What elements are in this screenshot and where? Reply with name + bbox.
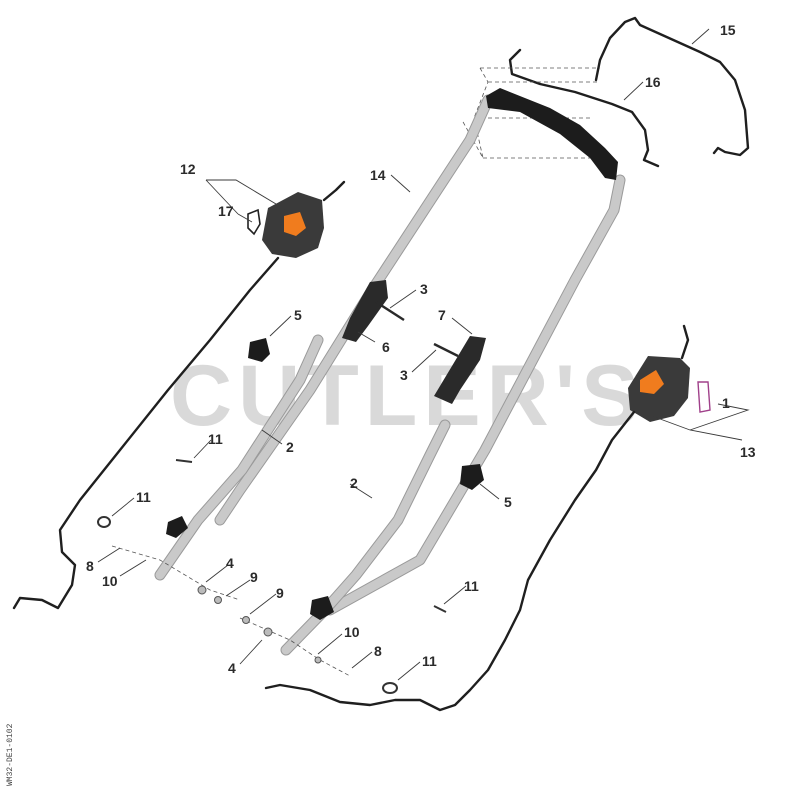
- callout-10-left: 10: [102, 573, 118, 589]
- callout-8-right: 8: [374, 643, 382, 659]
- callout-13: 13: [740, 444, 756, 460]
- knob-5-upper: [248, 338, 270, 362]
- callout-11-a: 11: [208, 431, 223, 447]
- callout-3-upper: 3: [420, 281, 428, 297]
- knob-lower-right: [310, 596, 334, 620]
- washer-10-b: [314, 656, 322, 664]
- cable-guide-6: [342, 280, 388, 342]
- cable-16: [508, 48, 660, 168]
- knob-lower-left: [166, 516, 188, 538]
- top-grip: [486, 88, 618, 180]
- leader-lines: [97, 28, 750, 681]
- callout-11-c: 11: [464, 578, 479, 594]
- callout-17: 17: [218, 203, 234, 219]
- callout-12: 12: [180, 161, 196, 177]
- callout-2-lower: 2: [350, 475, 358, 491]
- callout-14: 14: [370, 167, 386, 183]
- document-reference: WM32-DE1-0102: [6, 723, 15, 786]
- callout-4-lower: 4: [228, 660, 236, 676]
- callout-11-b: 11: [136, 489, 151, 505]
- washer-4-b: [263, 627, 273, 637]
- cable-15: [594, 16, 750, 157]
- callout-16: 16: [645, 74, 661, 90]
- callout-5-lower: 5: [504, 494, 512, 510]
- clip-11-a: [175, 459, 193, 463]
- clip-11-c: [433, 605, 447, 613]
- washer-9-b: [242, 616, 250, 624]
- callout-11-d: 11: [422, 653, 437, 669]
- callout-4-upper: 4: [226, 555, 234, 571]
- washer-9-a: [214, 596, 222, 604]
- callout-5-upper: 5: [294, 307, 302, 323]
- callout-9-lower: 9: [276, 585, 284, 601]
- callout-1: 1: [722, 395, 730, 411]
- callout-9-upper: 9: [250, 569, 258, 585]
- right-control-box-13: [628, 324, 690, 422]
- cable-clip-17: [247, 208, 261, 236]
- bolt-line-lower-left: [111, 545, 241, 601]
- screw-3-upper: [375, 300, 405, 322]
- left-cable: [12, 256, 280, 610]
- callout-6: 6: [382, 339, 390, 355]
- handle-frame-14: [215, 95, 625, 615]
- callout-8-left: 8: [86, 558, 94, 574]
- knob-5-lower: [460, 464, 484, 490]
- clip-11-b: [97, 516, 111, 528]
- callout-7: 7: [438, 307, 446, 323]
- screw-3-lower: [433, 342, 459, 358]
- washer-4-a: [197, 585, 207, 595]
- watermark: CUTLER'S: [170, 348, 645, 444]
- right-cable: [264, 410, 636, 712]
- callout-10-right: 10: [344, 624, 360, 640]
- clip-11-d: [382, 682, 398, 694]
- bolt-line-lower-right: [239, 617, 351, 677]
- callout-3-lower: 3: [400, 367, 408, 383]
- switch-part-1: [697, 381, 711, 413]
- callout-15: 15: [720, 22, 736, 38]
- cable-guide-7: [434, 336, 486, 404]
- callout-2-upper: 2: [286, 439, 294, 455]
- left-control-box-12: [262, 180, 346, 258]
